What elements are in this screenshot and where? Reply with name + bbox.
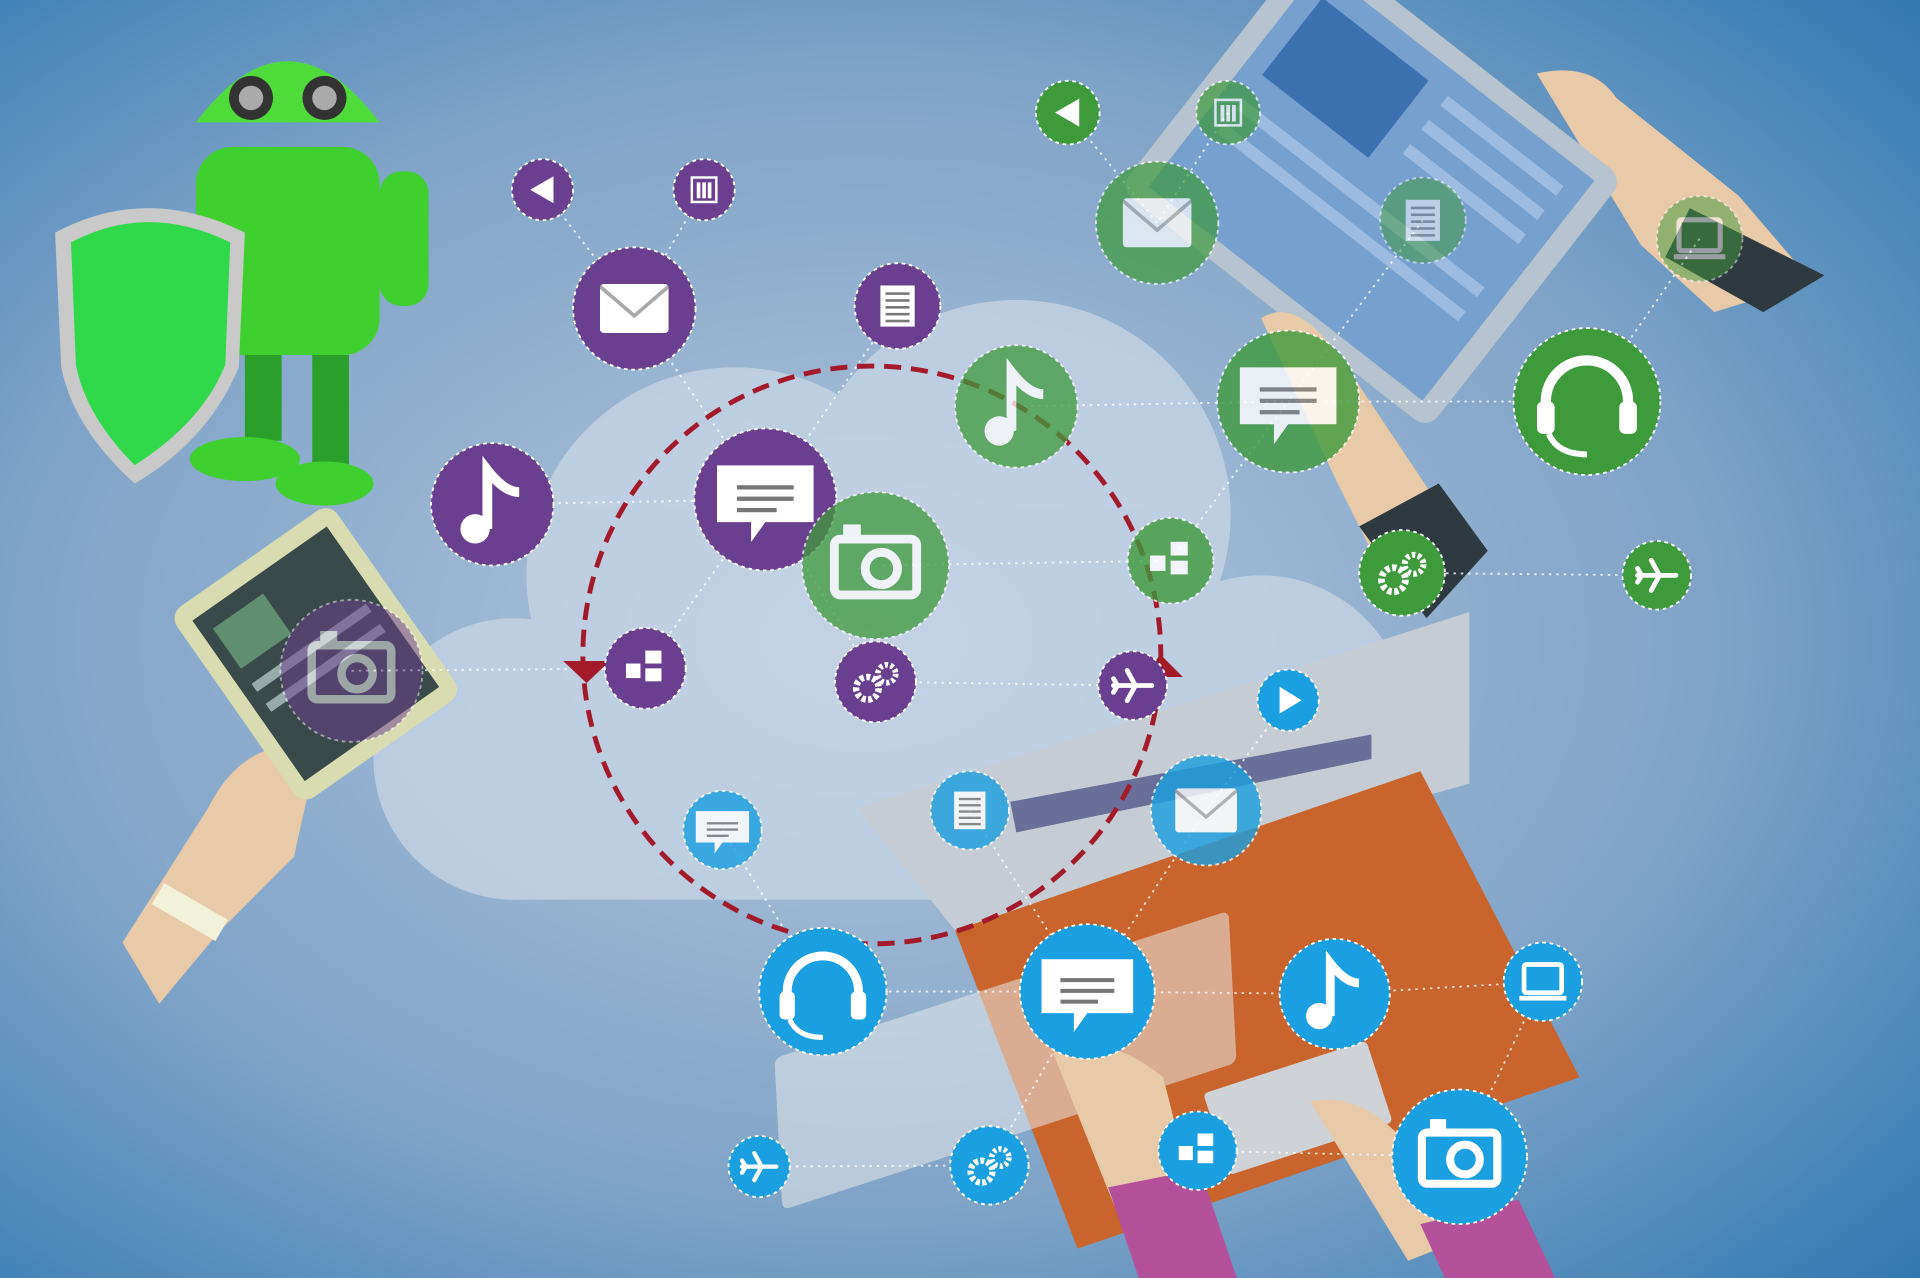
headset-icon (779, 951, 867, 1040)
chat-icon (1239, 367, 1337, 445)
apps-icon (625, 650, 662, 682)
camera-icon (829, 524, 922, 600)
connector-line (875, 680, 1133, 687)
node-blue-chat (682, 789, 763, 871)
ring-arrow-left (563, 661, 610, 684)
back-icon (1055, 98, 1080, 127)
node-purple-mail (572, 246, 697, 371)
node-circle (1655, 194, 1744, 283)
music-icon (460, 455, 520, 544)
node-purple-back (510, 158, 574, 222)
node-purple-music (430, 442, 555, 567)
node-blue-play (1256, 668, 1320, 732)
connector-line (351, 667, 646, 672)
node-circle (279, 598, 424, 743)
node-circle (1126, 516, 1215, 605)
node-circle (1157, 1110, 1238, 1191)
node-purple-document (853, 262, 942, 350)
play-icon (1279, 686, 1302, 714)
node-blue-headset (758, 926, 888, 1057)
node-blue-chat (1019, 923, 1156, 1060)
node-circle (834, 640, 917, 724)
node-circle (1358, 529, 1446, 617)
node-blue-apps (1157, 1110, 1238, 1191)
chat-icon (1041, 959, 1134, 1032)
android-robot-with-shield (55, 61, 429, 506)
chat-icon (717, 465, 814, 543)
node-green-chart (1195, 79, 1261, 146)
node-circle (801, 491, 950, 640)
node-purple-chat (693, 427, 838, 572)
node-purple-chart (672, 158, 736, 222)
apps-icon (1150, 541, 1188, 575)
plane-icon (739, 1150, 779, 1183)
node-purple-plane (1097, 650, 1168, 721)
node-blue-camera (1391, 1088, 1528, 1226)
headset-icon (1536, 355, 1637, 458)
connector-line (644, 498, 767, 669)
connector-line (875, 559, 1171, 567)
node-blue-monitor (1502, 941, 1583, 1022)
node-green-monitor (1655, 194, 1744, 283)
node-green-camera (801, 491, 950, 640)
node-blue-plane (727, 1135, 791, 1199)
mail-icon (1174, 788, 1239, 833)
node-green-document (1379, 176, 1467, 265)
mail-icon (598, 284, 670, 333)
node-blue-mail (1150, 754, 1263, 867)
chart-icon (690, 176, 718, 204)
node-circle (1391, 1088, 1528, 1226)
connector-line (1334, 980, 1543, 995)
node-purple-apps (603, 627, 687, 710)
chart-icon (1214, 98, 1243, 127)
back-icon (530, 176, 554, 204)
monitor-icon (1673, 217, 1726, 260)
connector-line (1458, 981, 1544, 1158)
node-circle (949, 1125, 1030, 1206)
document-icon (1405, 199, 1440, 241)
node-green-mail (1095, 160, 1220, 285)
apps-icon (1178, 1133, 1214, 1164)
node-purple-gears (834, 640, 917, 724)
node-purple-camera (279, 598, 424, 743)
plane-icon (1635, 557, 1679, 593)
mail-icon (1121, 198, 1193, 248)
node-green-gears (1358, 529, 1446, 617)
camera-icon (307, 631, 396, 704)
node-green-chat (1216, 329, 1361, 474)
plane-icon (1111, 668, 1155, 703)
node-blue-music (1278, 937, 1391, 1051)
node-blue-gears (949, 1125, 1030, 1206)
document-icon (880, 285, 915, 327)
monitor-icon (1519, 962, 1567, 1001)
node-green-back (1035, 79, 1101, 146)
camera-icon (1417, 1119, 1502, 1188)
chat-icon (695, 811, 750, 854)
node-blue-document (929, 770, 1010, 851)
document-icon (954, 791, 986, 830)
node-green-music (954, 344, 1079, 469)
node-circle (1278, 937, 1391, 1051)
music-icon (984, 357, 1044, 446)
node-green-apps (1126, 516, 1215, 605)
node-green-headset (1512, 327, 1662, 476)
node-green-plane (1621, 540, 1692, 611)
music-icon (1306, 950, 1360, 1030)
node-circle (1502, 941, 1583, 1022)
